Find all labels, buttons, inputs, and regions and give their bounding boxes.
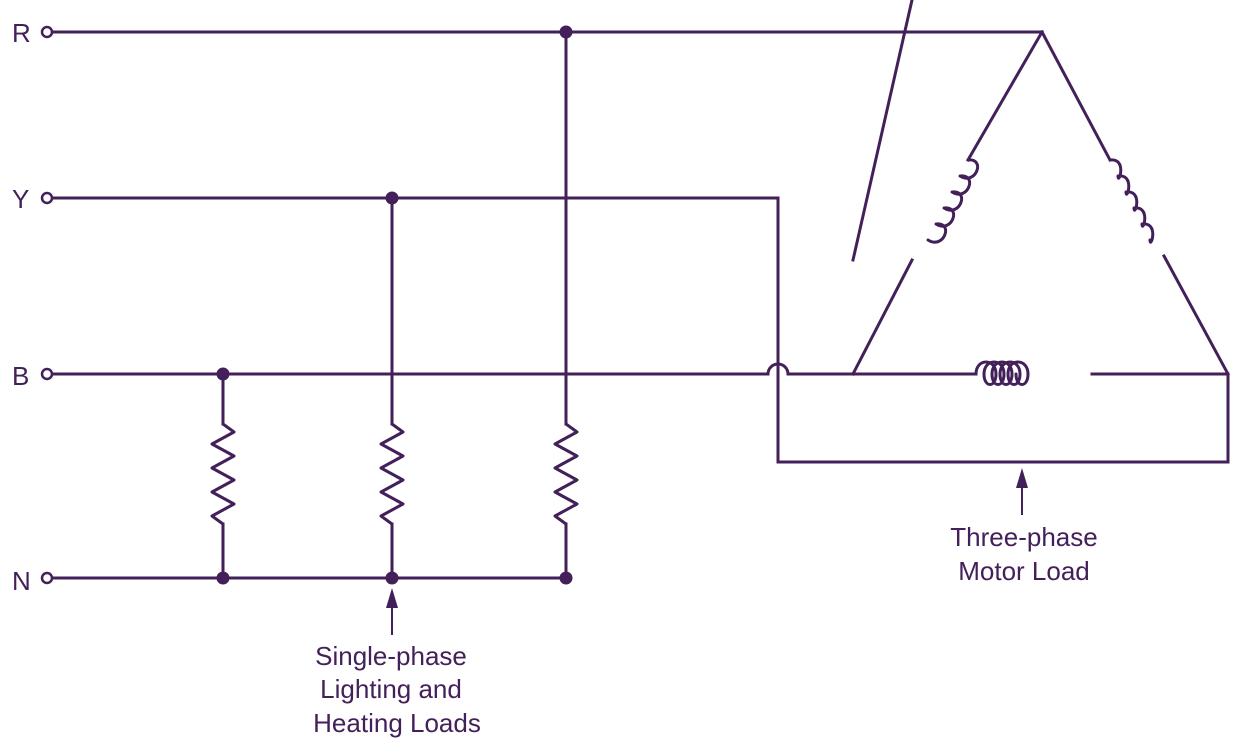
resistor-load-y-n — [379, 196, 405, 580]
resistor-load-r-n — [553, 30, 579, 580]
junction-dot-b — [216, 367, 230, 381]
junction-dot-n-2 — [385, 571, 399, 585]
junction-dot-n-3 — [559, 571, 573, 585]
three-phase-caption-line-2: Motor Load — [958, 556, 1090, 586]
inductor-left — [926, 158, 979, 244]
b-line — [50, 362, 855, 376]
single-phase-arrow — [386, 588, 398, 635]
inductor-right — [1108, 158, 1155, 244]
line-label-y: Y — [12, 184, 29, 214]
junction-dot-y — [385, 191, 399, 205]
inductor-bottom — [974, 360, 1030, 386]
line-label-b: B — [12, 361, 29, 391]
single-phase-caption-line-1: Single-phase — [315, 641, 467, 671]
three-phase-caption-line-1: Three-phase — [950, 522, 1097, 552]
terminal-r — [40, 25, 54, 39]
single-phase-caption: Single-phase Lighting and Heating Loads — [313, 641, 481, 738]
junction-dot-r — [559, 25, 573, 39]
single-phase-caption-line-2: Lighting and — [320, 674, 462, 704]
resistor-load-b-n — [210, 372, 236, 580]
line-label-r: R — [12, 18, 31, 48]
three-phase-arrow — [1016, 468, 1028, 515]
terminal-n — [40, 571, 54, 585]
delta-motor-winding — [850, 0, 1231, 386]
single-phase-caption-line-3: Heating Loads — [313, 708, 481, 738]
y-line — [50, 196, 1230, 464]
junction-dot-n-1 — [216, 571, 230, 585]
terminal-y — [40, 191, 54, 205]
terminal-b — [40, 367, 54, 381]
three-phase-caption: Three-phase Motor Load — [950, 522, 1097, 586]
line-label-n: N — [12, 566, 31, 596]
